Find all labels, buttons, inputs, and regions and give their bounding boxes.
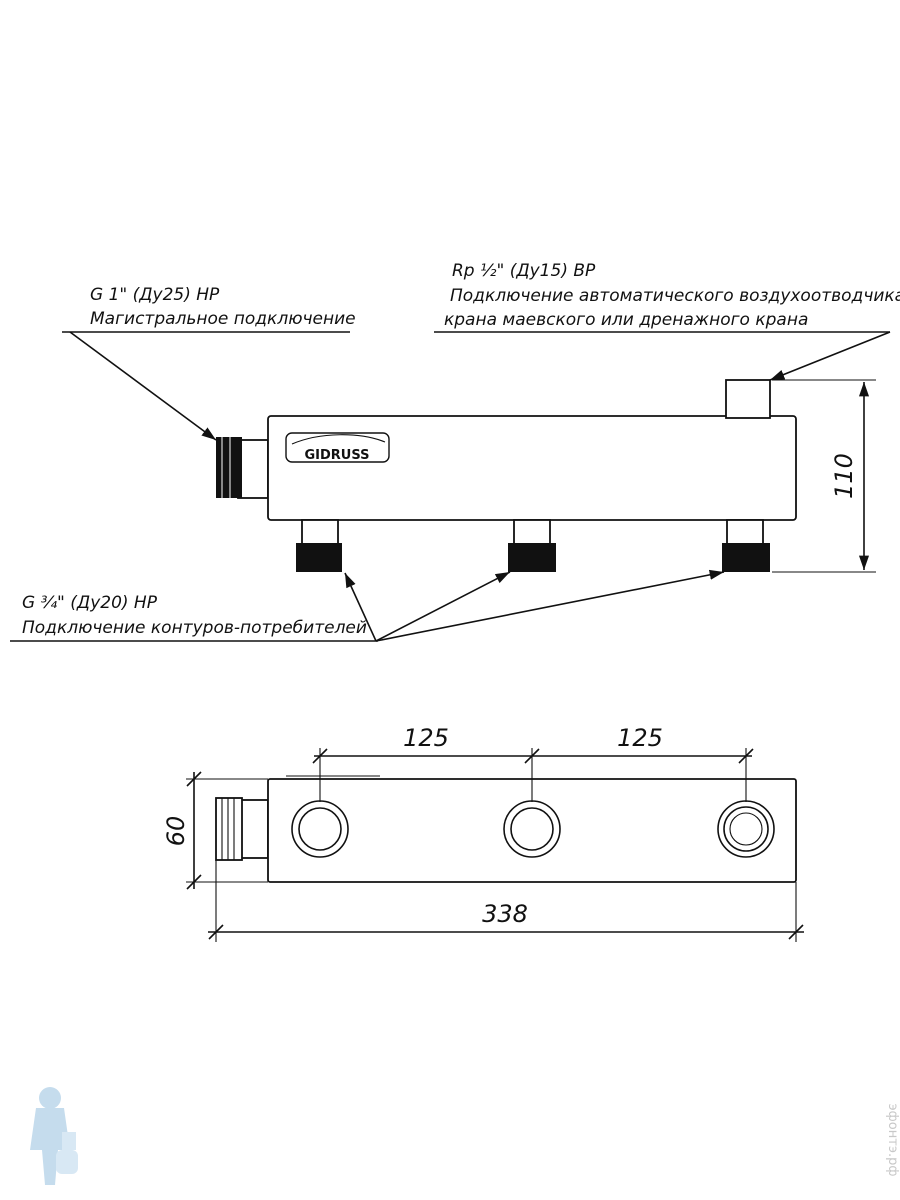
bottom-view: 125 125 60 338 bbox=[162, 724, 804, 942]
air-vent-spec: Rp ½" (Ду15) ВР bbox=[452, 261, 596, 281]
watermark-text: эфонтэ.рф bbox=[885, 1104, 900, 1177]
length-dimension: 338 bbox=[208, 860, 804, 942]
gidruss-logo: GIDRUSS bbox=[285, 432, 390, 463]
height-dimension-value: 110 bbox=[830, 453, 858, 499]
height-dimension: 110 bbox=[772, 379, 876, 573]
consumer-outlet-2 bbox=[508, 519, 556, 572]
spacing-2-value: 125 bbox=[617, 724, 663, 752]
spacing-dimensions: 125 125 bbox=[312, 724, 754, 802]
plumber-mascot-icon bbox=[30, 1087, 78, 1185]
air-vent-desc-line2: крана маевского или дренажного крана bbox=[444, 310, 808, 330]
consumer-outlet-1 bbox=[296, 519, 342, 572]
main-connection-callout: G 1" (Ду25) НР Магистральное подключение bbox=[62, 285, 356, 441]
manifold-body bbox=[267, 415, 797, 521]
logo-text: GIDRUSS bbox=[304, 448, 369, 463]
length-dimension-value: 338 bbox=[482, 900, 528, 928]
air-vent-fitting bbox=[725, 379, 771, 419]
main-inlet-fitting bbox=[216, 437, 269, 499]
consumer-circuits-callout: G ¾" (Ду20) НР Подключение контуров-потр… bbox=[10, 569, 725, 642]
spacing-1-value: 125 bbox=[403, 724, 449, 752]
air-vent-desc-line1: Подключение автоматического воздухоотвод… bbox=[450, 286, 900, 306]
width-dimension-value: 60 bbox=[162, 816, 190, 847]
consumer-outlet-3 bbox=[722, 519, 770, 572]
front-view: GIDRUSS 110 bbox=[216, 379, 876, 573]
consumer-circuits-desc: Подключение контуров-потребителей bbox=[22, 618, 367, 638]
width-dimension: 60 bbox=[162, 771, 268, 890]
main-connection-spec: G 1" (Ду25) НР bbox=[90, 285, 220, 305]
air-vent-callout: Rp ½" (Ду15) ВР Подключение автоматическ… bbox=[434, 261, 900, 381]
consumer-circuits-spec: G ¾" (Ду20) НР bbox=[22, 593, 158, 613]
main-connection-desc: Магистральное подключение bbox=[90, 309, 356, 329]
